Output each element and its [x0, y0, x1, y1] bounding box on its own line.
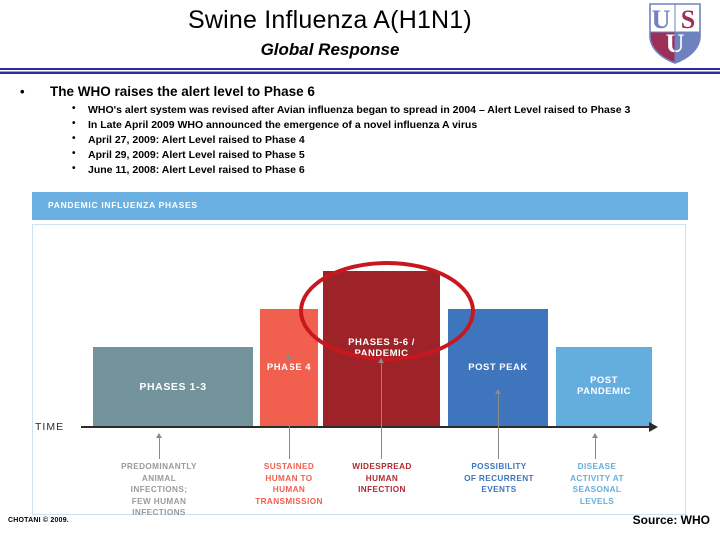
bullet-level2: • June 11, 2008: Alert Level raised to P…: [70, 163, 714, 177]
leader-line-3: [381, 362, 382, 459]
bullet-level2: • WHO's alert system was revised after A…: [70, 103, 714, 117]
figure-body: PHASES 1-3 PHASE 4 PHASES 5-6 / PANDEMIC…: [32, 224, 687, 519]
bullet-list: • The WHO raises the alert level to Phas…: [14, 84, 714, 178]
caption-line: SEASONAL: [572, 485, 622, 494]
bullet-level2: • April 27, 2009: Alert Level raised to …: [70, 133, 714, 147]
caption-line: ACTIVITY AT: [570, 473, 624, 483]
highlight-ellipse-annotation: [299, 261, 475, 361]
leader-line-1: [159, 437, 160, 459]
svg-text:S: S: [681, 5, 695, 34]
bullet-level2: • In Late April 2009 WHO announced the e…: [70, 118, 714, 132]
leader-line-4: [498, 393, 499, 459]
bullet-glyph: •: [72, 148, 76, 159]
caption-line: HUMAN: [365, 473, 399, 483]
bullet-glyph: •: [72, 133, 76, 144]
figure-banner-label: PANDEMIC INFLUENZA PHASES: [48, 200, 198, 210]
bullet-level2-text: In Late April 2009 WHO announced the eme…: [88, 119, 478, 131]
bullet-level2-text: April 27, 2009: Alert Level raised to Ph…: [88, 134, 305, 146]
caption-line: OF RECURRENT: [464, 473, 534, 483]
chart-caption-phases-1-3: PREDOMINANTLY ANIMAL INFECTIONS; FEW HUM…: [99, 461, 219, 519]
caption-line: SUSTAINED: [263, 462, 315, 471]
leader-arrowhead-1: [156, 433, 162, 438]
footer-source: Source: WHO: [632, 513, 710, 527]
bullet-level2-text: April 29, 2009: Alert Level raised to Ph…: [88, 149, 305, 161]
bullet-glyph: •: [20, 84, 25, 99]
chart-caption-phase-4: SUSTAINED HUMAN TO HUMAN TRANSMISSION: [233, 461, 345, 507]
caption-line: DISEASE: [577, 462, 617, 471]
chart-block-label: PHASES 1-3: [139, 380, 207, 393]
leader-arrowhead-2: [286, 354, 292, 359]
svg-text:U: U: [652, 5, 671, 34]
bullet-glyph: •: [72, 118, 76, 129]
chart-block-label: PHASE 4: [266, 361, 312, 373]
bullet-level2: • April 29, 2009: Alert Level raised to …: [70, 148, 714, 162]
bullet-level1-text: The WHO raises the alert level to Phase …: [50, 84, 315, 99]
caption-line: INFECTIONS: [132, 508, 186, 517]
bullet-level1: • The WHO raises the alert level to Phas…: [14, 84, 714, 100]
header-divider: [0, 68, 720, 75]
caption-line: INFECTION: [358, 485, 406, 494]
chart-block-phases-1-3: PHASES 1-3: [93, 347, 253, 427]
chart-block-label-line2: PANDEMIC: [577, 386, 631, 397]
caption-line: PREDOMINANTLY: [121, 462, 197, 471]
chart-block-label: POST PEAK: [468, 361, 528, 373]
chart-caption-post-pandemic: DISEASE ACTIVITY AT SEASONAL LEVELS: [549, 461, 645, 507]
page-subtitle: Global Response: [260, 40, 400, 59]
leader-arrowhead-3: [378, 358, 384, 363]
caption-line: ANIMAL: [141, 473, 177, 483]
leader-line-2: [289, 358, 290, 459]
time-axis-arrowhead: [649, 422, 658, 432]
bullet-level2-text: June 11, 2008: Alert Level raised to Pha…: [88, 164, 305, 176]
bullet-glyph: •: [72, 103, 76, 114]
caption-line: LEVELS: [579, 496, 615, 506]
chart-caption-post-peak: POSSIBILITY OF RECURRENT EVENTS: [443, 461, 555, 496]
caption-line: POSSIBILITY: [471, 462, 527, 471]
caption-line: EVENTS: [481, 485, 517, 494]
caption-line: FEW HUMAN: [131, 496, 187, 506]
leader-arrowhead-4: [495, 389, 501, 394]
pandemic-phases-figure: PANDEMIC INFLUENZA PHASES PHASES 1-3 PHA…: [32, 192, 688, 517]
page-title: Swine Influenza A(H1N1): [188, 6, 472, 34]
phases-chart: PHASES 1-3 PHASE 4 PHASES 5-6 / PANDEMIC…: [33, 225, 687, 519]
footer-copyright: CHOTANI © 2009.: [8, 517, 69, 524]
bullet-glyph: •: [72, 163, 76, 174]
figure-banner: PANDEMIC INFLUENZA PHASES: [32, 192, 688, 220]
bullet-level2-text: WHO's alert system was revised after Avi…: [88, 104, 631, 116]
caption-line: TRANSMISSION: [255, 496, 323, 506]
chart-block-post-pandemic: POST PANDEMIC: [556, 347, 652, 427]
leader-arrowhead-5: [592, 433, 598, 438]
caption-line: HUMAN TO: [265, 473, 313, 483]
slide-header: Swine Influenza A(H1N1) Global Response …: [0, 0, 720, 74]
caption-line: WIDESPREAD: [352, 462, 412, 471]
caption-line: INFECTIONS;: [130, 485, 188, 494]
usu-shield-logo-icon: U S U: [644, 2, 706, 64]
caption-line: HUMAN: [272, 485, 306, 494]
chart-block-label-line1: POST: [590, 375, 618, 387]
time-axis-line: [81, 426, 651, 428]
chart-caption-phases-5-6: WIDESPREAD HUMAN INFECTION: [329, 461, 435, 496]
leader-line-5: [595, 437, 596, 459]
axis-label-time: TIME: [35, 421, 65, 433]
